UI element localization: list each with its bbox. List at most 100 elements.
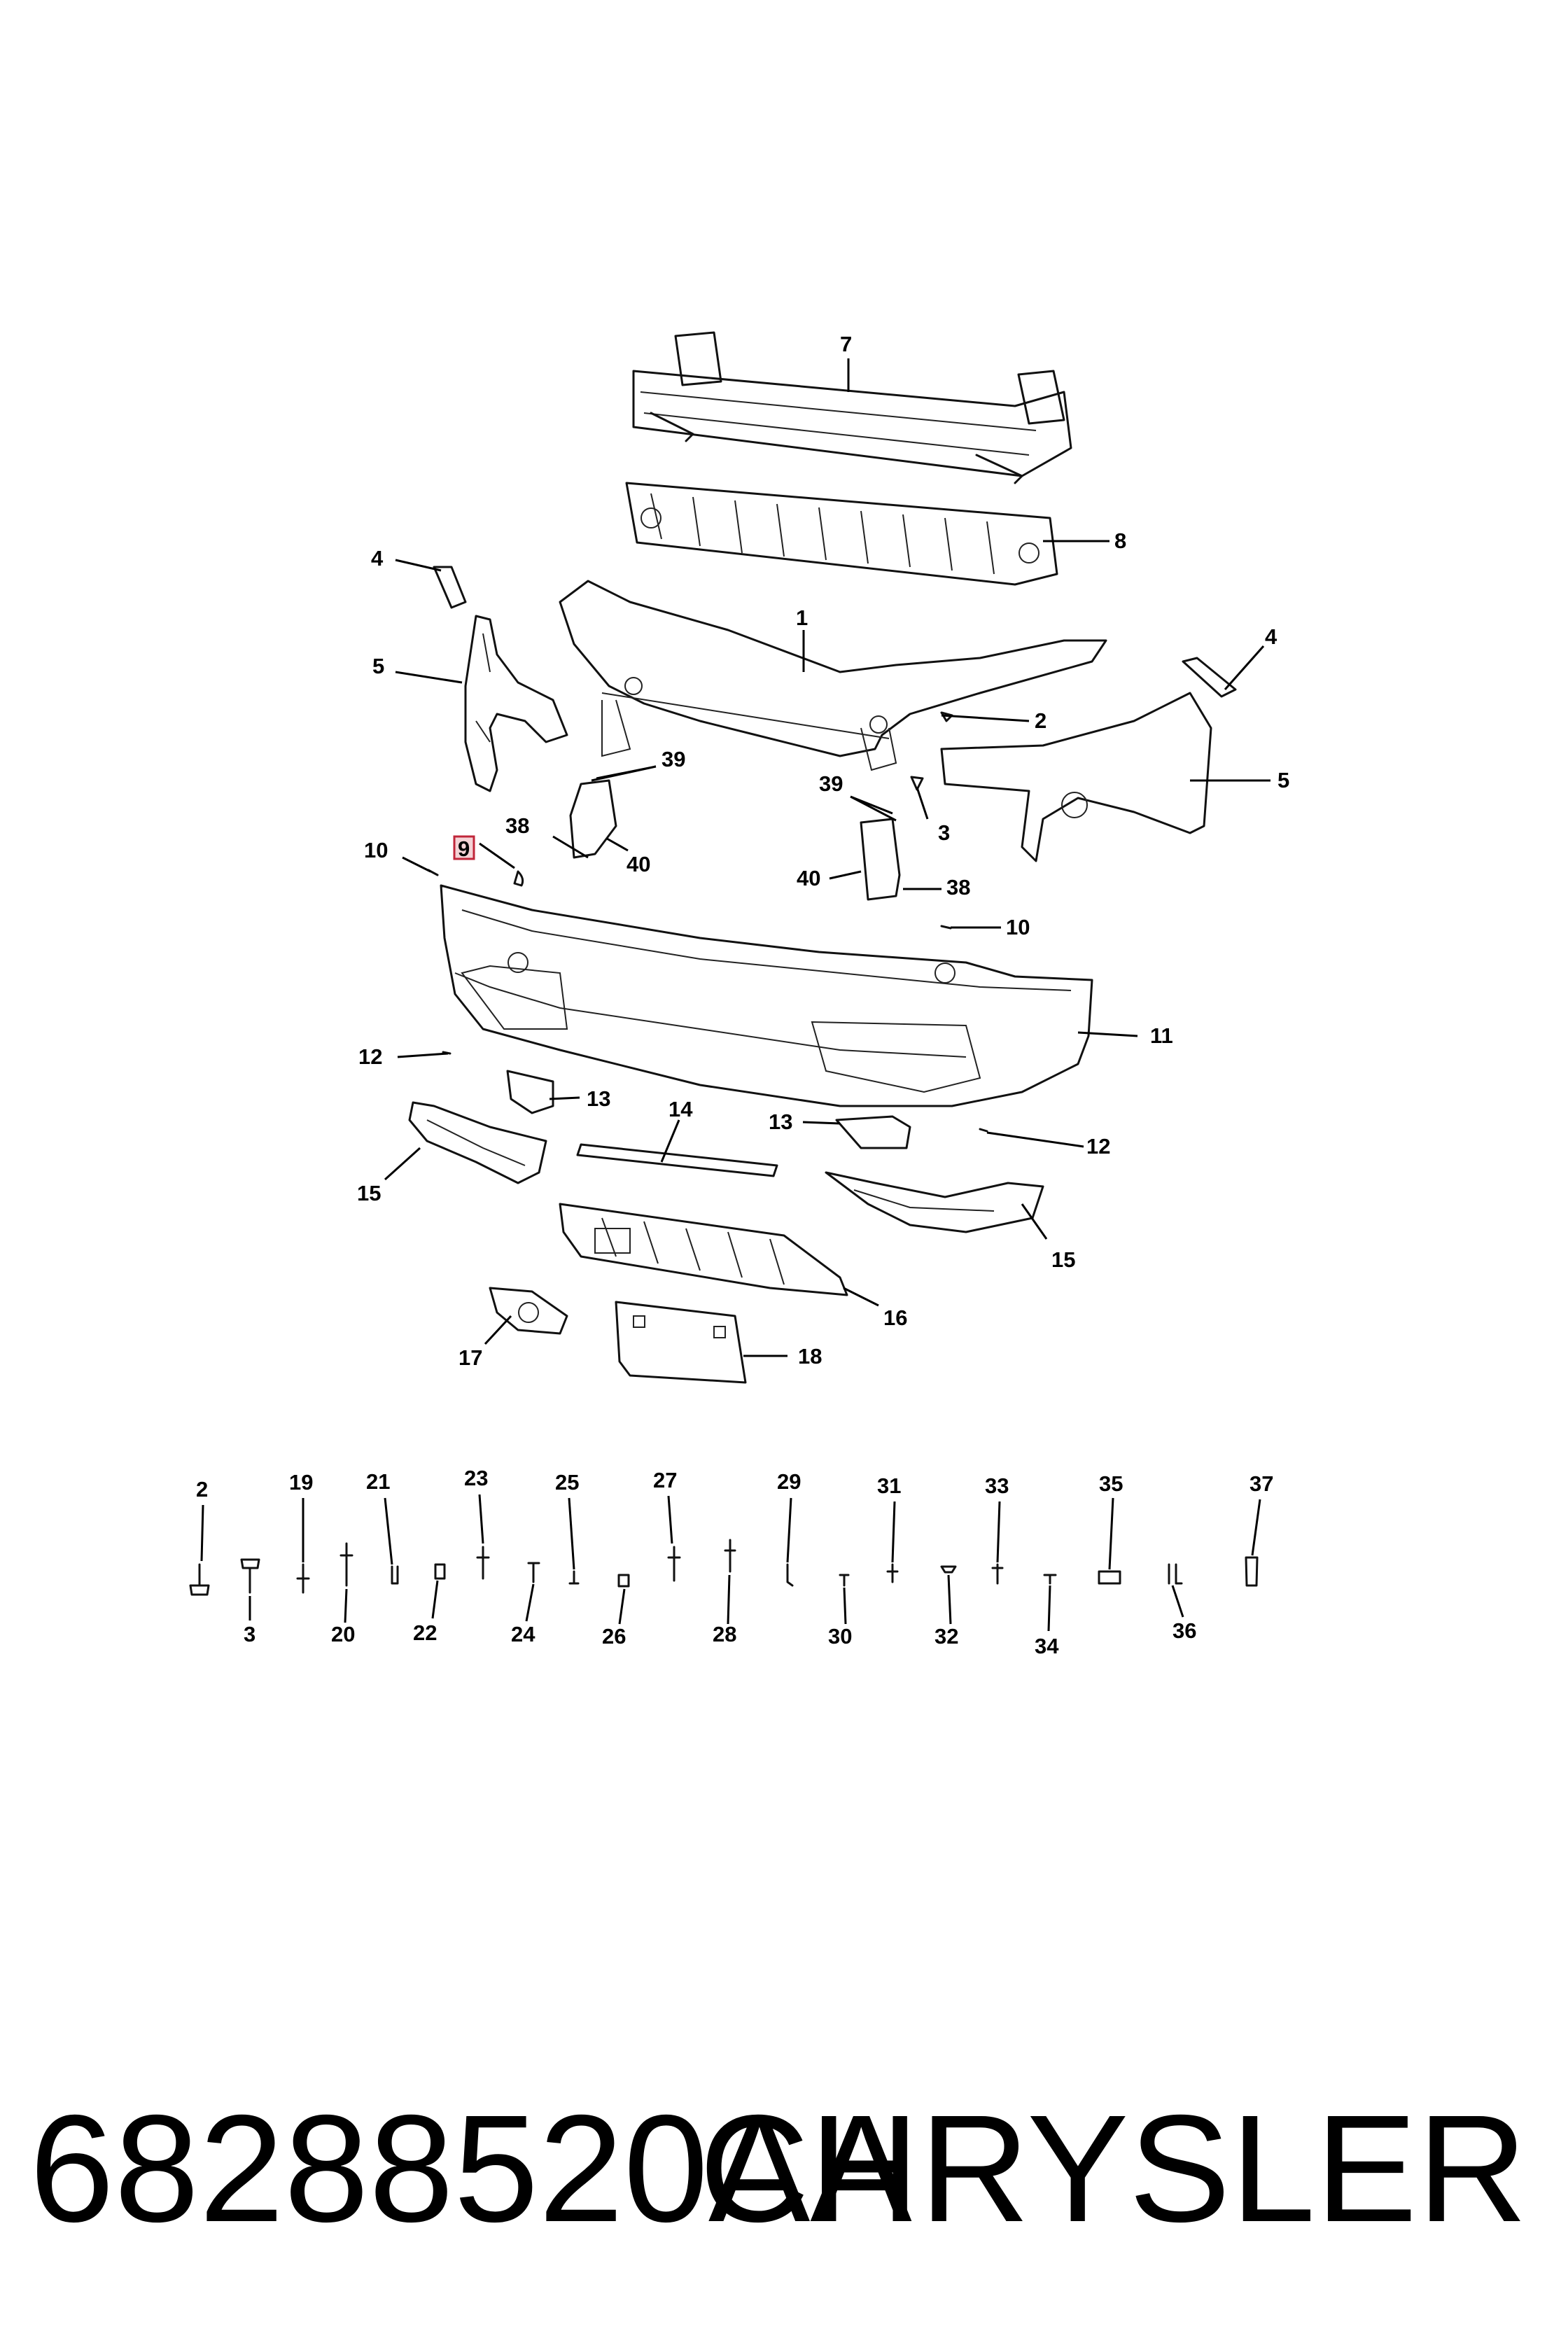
callout-4-right[interactable]: 4	[1265, 624, 1278, 649]
fastener-2[interactable]	[189, 1563, 210, 1596]
part-insert-left[interactable]	[506, 1070, 554, 1114]
callout-39-right[interactable]: 39	[819, 771, 843, 796]
part-bezel-left[interactable]	[408, 1101, 547, 1184]
fastener-24[interactable]	[527, 1562, 540, 1583]
callout-5-left[interactable]: 5	[372, 654, 384, 678]
part-lower-grille[interactable]	[559, 1203, 848, 1296]
fastener-label-3[interactable]: 3	[244, 1622, 255, 1646]
fastener-19[interactable]	[296, 1563, 310, 1594]
callout-40-left[interactable]: 40	[626, 852, 650, 876]
fastener-3[interactable]	[240, 1558, 260, 1594]
callout-15-right[interactable]: 15	[1051, 1247, 1075, 1272]
fastener-label-27[interactable]: 27	[653, 1468, 677, 1492]
fastener-34[interactable]	[1043, 1574, 1057, 1585]
callout-10-right[interactable]: 10	[1006, 915, 1030, 939]
fastener-label-2[interactable]: 2	[196, 1477, 208, 1502]
part-reinforcement-beam[interactable]	[632, 331, 1072, 484]
fastener-label-21[interactable]: 21	[366, 1469, 390, 1494]
callout-14[interactable]: 14	[668, 1097, 693, 1121]
fastener-29[interactable]	[786, 1563, 794, 1587]
part-clip-3[interactable]	[910, 776, 924, 791]
callout-38-left[interactable]: 38	[505, 813, 529, 838]
callout-7[interactable]: 7	[840, 332, 852, 356]
fastener-23[interactable]	[476, 1546, 490, 1580]
part-bezel-right[interactable]	[825, 1171, 1044, 1233]
part-energy-absorber[interactable]	[625, 482, 1058, 586]
callout-39-left[interactable]: 39	[662, 747, 685, 771]
callout-15-left[interactable]: 15	[357, 1181, 381, 1205]
fastener-label-26[interactable]: 26	[602, 1624, 626, 1648]
callout-5-right[interactable]: 5	[1278, 768, 1289, 792]
part-clip-9[interactable]	[513, 870, 524, 887]
fastener-label-32[interactable]: 32	[934, 1624, 958, 1648]
leader-lines	[384, 358, 1270, 1357]
part-side-bracket-right[interactable]	[940, 692, 1212, 862]
callout-18[interactable]: 18	[798, 1344, 822, 1368]
part-insert-right[interactable]	[835, 1115, 911, 1149]
fastener-label-20[interactable]: 20	[331, 1622, 355, 1646]
callout-12-left[interactable]: 12	[358, 1044, 382, 1069]
fastener-21[interactable]	[391, 1565, 399, 1585]
fastener-label-33[interactable]: 33	[985, 1474, 1009, 1498]
part-trim-strip[interactable]	[576, 1143, 778, 1177]
fastener-label-30[interactable]: 30	[828, 1624, 852, 1648]
callout-40-right[interactable]: 40	[797, 866, 820, 890]
callout-13-right[interactable]: 13	[769, 1110, 792, 1134]
part-bracket-left[interactable]	[433, 566, 467, 609]
fastener-label-23[interactable]: 23	[464, 1466, 488, 1490]
callout-1[interactable]: 1	[796, 606, 808, 630]
callout-labels: 7 8 4 1 4 5 2 5 39 39 3 38 9 10 40 40 38…	[357, 332, 1289, 1370]
fastener-label-34[interactable]: 34	[1035, 1634, 1059, 1658]
fastener-label-24[interactable]: 24	[511, 1622, 536, 1646]
fastener-label-28[interactable]: 28	[713, 1622, 736, 1646]
callout-9[interactable]: 9	[458, 836, 470, 861]
callout-17[interactable]: 17	[458, 1345, 482, 1370]
callout-13-left[interactable]: 13	[587, 1086, 610, 1111]
fastener-label-37[interactable]: 37	[1250, 1471, 1273, 1496]
fastener-35[interactable]	[1098, 1570, 1121, 1585]
part-clip-2[interactable]	[940, 711, 953, 722]
fastener-label-36[interactable]: 36	[1172, 1618, 1196, 1643]
callout-3-assembly[interactable]: 3	[938, 820, 950, 845]
part-front-fascia[interactable]	[440, 884, 1093, 1107]
part-clip-10-right[interactable]	[940, 925, 952, 930]
fastener-label-35[interactable]: 35	[1099, 1471, 1123, 1496]
fastener-37[interactable]	[1245, 1556, 1259, 1587]
callout-11[interactable]: 11	[1150, 1023, 1173, 1048]
fastener-label-29[interactable]: 29	[777, 1469, 801, 1494]
fastener-label-19[interactable]: 19	[289, 1470, 313, 1494]
fastener-label-31[interactable]: 31	[877, 1474, 901, 1498]
part-mounting-bracket-left[interactable]	[569, 779, 617, 859]
part-fog-lamp-bezel[interactable]	[489, 1287, 568, 1335]
part-license-bracket[interactable]	[615, 1301, 747, 1384]
fastener-36[interactable]	[1168, 1563, 1183, 1585]
fastener-label-25[interactable]: 25	[555, 1470, 579, 1494]
fastener-20[interactable]	[340, 1542, 354, 1587]
callout-9-highlight[interactable]: 9	[453, 835, 475, 861]
part-mounting-bracket-right[interactable]	[860, 818, 901, 901]
fastener-22[interactable]	[434, 1563, 446, 1580]
part-bracket-right[interactable]	[1182, 657, 1237, 698]
callout-12-right[interactable]: 12	[1086, 1134, 1110, 1158]
fastener-label-22[interactable]: 22	[413, 1620, 437, 1645]
fastener-33[interactable]	[991, 1563, 1004, 1585]
fastener-labels: 2 19 21 23 25 27 29 31 33 35 37 3 20 22 …	[196, 1466, 1273, 1658]
fastener-31[interactable]	[886, 1563, 899, 1583]
part-upper-bumper-support[interactable]	[559, 580, 1107, 771]
fastener-30[interactable]	[839, 1574, 850, 1587]
part-side-bracket-left[interactable]	[464, 615, 568, 792]
fastener-27[interactable]	[667, 1546, 681, 1582]
fastener-32[interactable]	[940, 1565, 957, 1574]
callout-16[interactable]: 16	[883, 1306, 907, 1330]
part-number: 68288520AA	[29, 2084, 912, 2254]
fastener-26[interactable]	[617, 1574, 630, 1588]
callout-4-left[interactable]: 4	[371, 546, 384, 570]
fastener-25[interactable]	[568, 1570, 580, 1585]
callout-10-left[interactable]: 10	[364, 838, 388, 862]
part-clip-12-right[interactable]	[979, 1128, 988, 1133]
callout-8[interactable]: 8	[1114, 528, 1126, 553]
fastener-28[interactable]	[724, 1539, 736, 1573]
callout-38-right[interactable]: 38	[946, 875, 970, 899]
callout-2-assembly[interactable]: 2	[1035, 708, 1046, 733]
